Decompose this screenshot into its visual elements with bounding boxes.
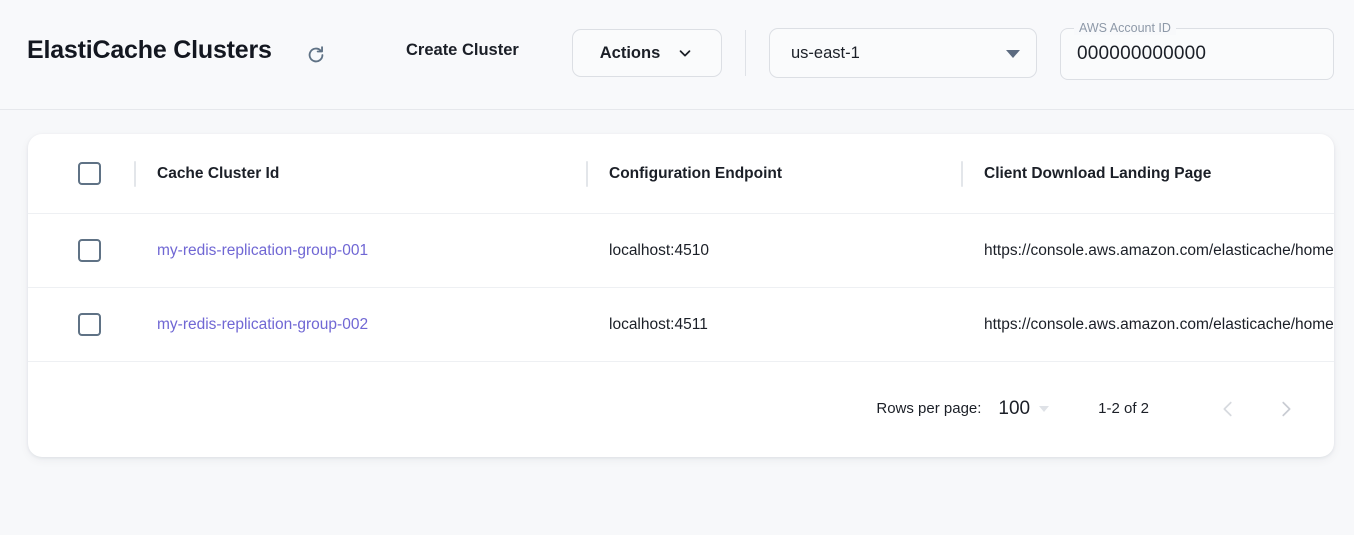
rows-per-page-label: Rows per page:: [876, 400, 982, 417]
endpoint-value: localhost:4510: [609, 241, 709, 259]
aws-account-id-value: 000000000000: [1077, 43, 1207, 64]
triangle-down-icon: [1039, 405, 1050, 412]
refresh-icon: [308, 46, 324, 63]
column-header-label: Configuration Endpoint: [609, 164, 783, 182]
refresh-button[interactable]: [301, 40, 331, 70]
chevron-right-icon: [1282, 401, 1291, 416]
row-select-cell: [28, 239, 134, 262]
table-header-row: Cache Cluster Id Configuration Endpoint …: [28, 134, 1334, 214]
endpoint-value: localhost:4511: [609, 315, 708, 333]
row-select-cell: [28, 313, 134, 336]
chevron-down-icon: [679, 50, 691, 57]
column-header-label: Client Download Landing Page: [984, 164, 1212, 182]
region-select-value: us-east-1: [791, 43, 860, 62]
create-cluster-button[interactable]: Create Cluster: [406, 41, 519, 59]
table-pagination: Rows per page: 100 1-2 of 2: [28, 360, 1334, 457]
rows-per-page-value: 100: [998, 397, 1031, 419]
header-divider: [745, 30, 746, 76]
landing-page-value: https://console.aws.amazon.com/elasticac…: [984, 241, 1334, 259]
cluster-id-link[interactable]: my-redis-replication-group-002: [157, 315, 369, 333]
app-header: ElastiCache Clusters Create Cluster Acti…: [0, 0, 1354, 110]
chevron-left-icon: [1223, 401, 1232, 416]
cell-configuration-endpoint: localhost:4511: [588, 316, 961, 334]
column-divider: [961, 160, 963, 187]
table-row[interactable]: my-redis-replication-group-002 localhost…: [28, 288, 1334, 362]
cell-client-download-landing-page: https://console.aws.amazon.com/elasticac…: [963, 316, 1334, 334]
row-checkbox[interactable]: [78, 313, 101, 336]
previous-page-button[interactable]: [1211, 392, 1245, 426]
clusters-table-card: Cache Cluster Id Configuration Endpoint …: [28, 134, 1334, 457]
rows-per-page-select[interactable]: 100: [998, 397, 1050, 420]
select-all-cell: [28, 162, 134, 185]
row-checkbox[interactable]: [78, 239, 101, 262]
triangle-down-icon: [1006, 50, 1020, 58]
actions-button[interactable]: Actions: [572, 29, 722, 77]
next-page-button[interactable]: [1269, 392, 1303, 426]
column-header-client-download-landing-page[interactable]: Client Download Landing Page: [963, 165, 1334, 183]
aws-account-id-field[interactable]: AWS Account ID 000000000000: [1060, 21, 1334, 80]
cell-cache-cluster-id: my-redis-replication-group-001: [136, 242, 586, 260]
column-divider: [134, 160, 136, 187]
table-row[interactable]: my-redis-replication-group-001 localhost…: [28, 214, 1334, 288]
cell-configuration-endpoint: localhost:4510: [588, 242, 961, 260]
cell-cache-cluster-id: my-redis-replication-group-002: [136, 316, 586, 334]
select-all-checkbox[interactable]: [78, 162, 101, 185]
column-header-configuration-endpoint[interactable]: Configuration Endpoint: [588, 165, 961, 183]
column-header-label: Cache Cluster Id: [157, 164, 280, 182]
pagination-range-label: 1-2 of 2: [1098, 400, 1149, 417]
column-header-cache-cluster-id[interactable]: Cache Cluster Id: [136, 165, 586, 183]
landing-page-value: https://console.aws.amazon.com/elasticac…: [984, 315, 1334, 333]
actions-button-label: Actions: [599, 43, 661, 62]
region-select[interactable]: us-east-1: [769, 28, 1037, 78]
column-divider: [586, 160, 588, 187]
cluster-id-link[interactable]: my-redis-replication-group-001: [157, 241, 369, 259]
cell-client-download-landing-page: https://console.aws.amazon.com/elasticac…: [963, 242, 1334, 260]
page-title: ElastiCache Clusters: [27, 36, 272, 64]
aws-account-id-label: AWS Account ID: [1074, 21, 1176, 35]
